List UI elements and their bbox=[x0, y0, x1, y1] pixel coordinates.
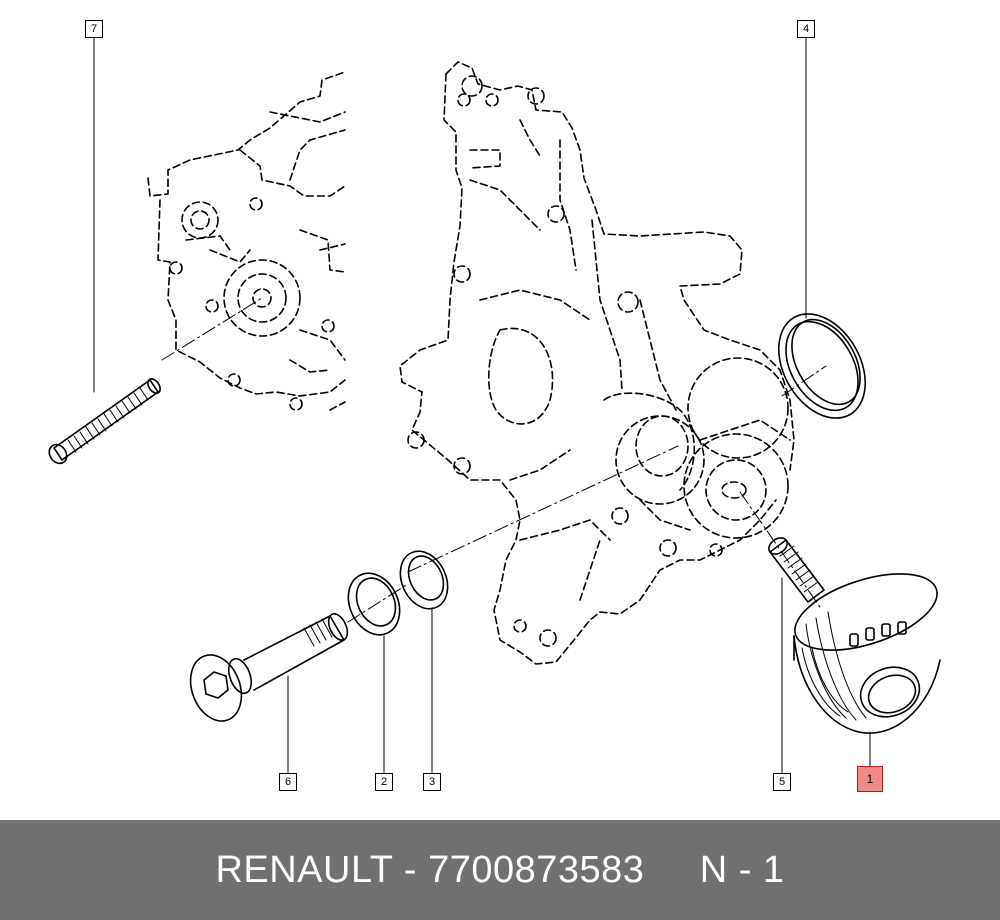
callout-5: 5 bbox=[773, 773, 791, 791]
exploded-parts-diagram bbox=[48, 35, 941, 774]
part-7-stud bbox=[48, 378, 161, 465]
axis-lines bbox=[161, 297, 827, 623]
part-2-washer bbox=[347, 572, 401, 636]
callout-2: 2 bbox=[375, 773, 393, 791]
part-number-banner: RENAULT - 7700873583 N - 1 bbox=[0, 820, 1000, 920]
callout-3: 3 bbox=[423, 773, 441, 791]
part-6-banjo-bolt bbox=[189, 613, 349, 722]
part-1-oil-filter bbox=[793, 573, 941, 734]
part-number-text: RENAULT - 7700873583 N - 1 bbox=[215, 848, 785, 891]
callout-6: 6 bbox=[279, 773, 297, 791]
part-5-short-stud bbox=[768, 537, 825, 603]
engine-block-right bbox=[399, 61, 795, 665]
callout-7: 7 bbox=[85, 20, 103, 38]
part-3-washer bbox=[399, 550, 449, 610]
callout-4: 4 bbox=[797, 20, 815, 38]
leader-lines bbox=[93, 35, 871, 774]
engine-block-left bbox=[147, 71, 346, 411]
callout-1-highlighted: 1 bbox=[857, 766, 883, 792]
part-4-seal-ring bbox=[777, 313, 867, 419]
